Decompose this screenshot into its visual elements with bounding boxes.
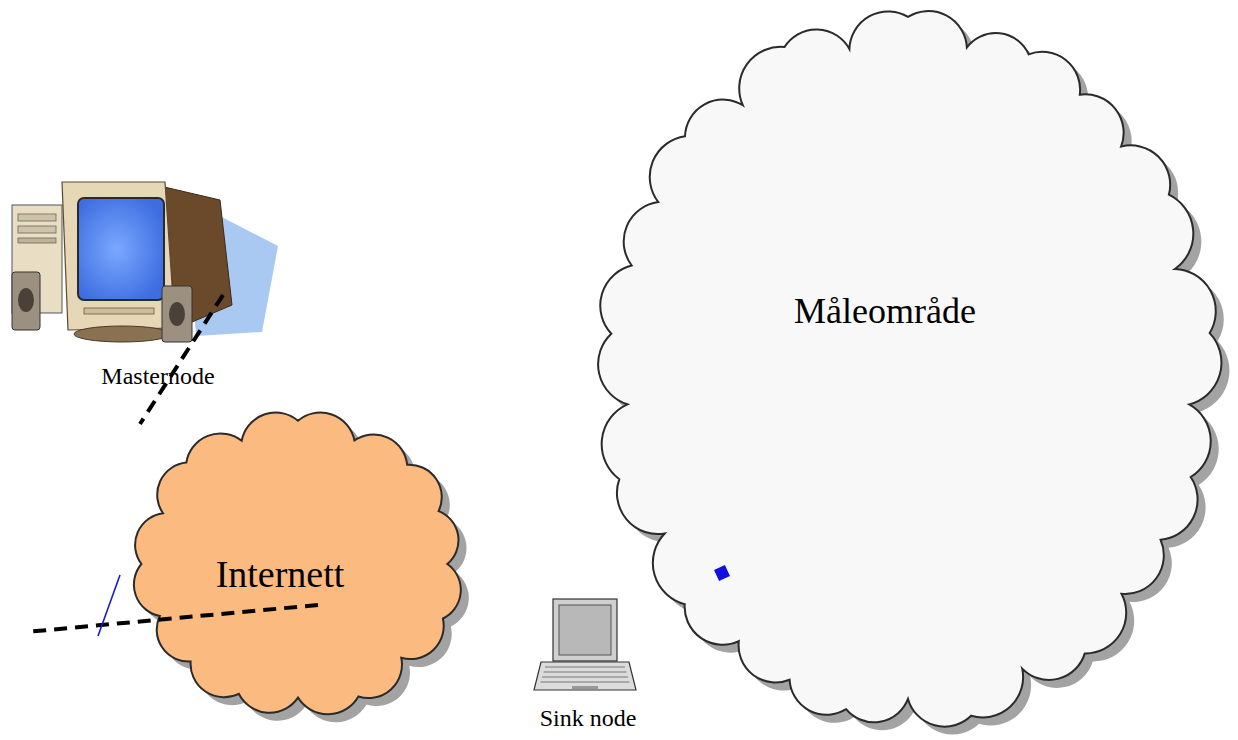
master-node: Masternode (5, 178, 295, 393)
node-label: Sink node (540, 705, 637, 731)
cloud-label: Internett (216, 554, 345, 596)
desktop-computer-icon (5, 178, 295, 348)
cloud-node: Måleområde (598, 12, 1218, 728)
laptop-icon (522, 598, 654, 698)
cloud-node: Internett (128, 408, 468, 720)
radio-link (98, 575, 120, 636)
cloud-label: Måleområde (794, 292, 976, 332)
cloud-body (598, 11, 1221, 727)
node-label: Masternode (101, 363, 214, 389)
sensor-square (714, 565, 730, 581)
sink-node: Sink node (522, 598, 654, 730)
cloud-outline (598, 12, 1230, 740)
cloud-body (134, 413, 461, 715)
